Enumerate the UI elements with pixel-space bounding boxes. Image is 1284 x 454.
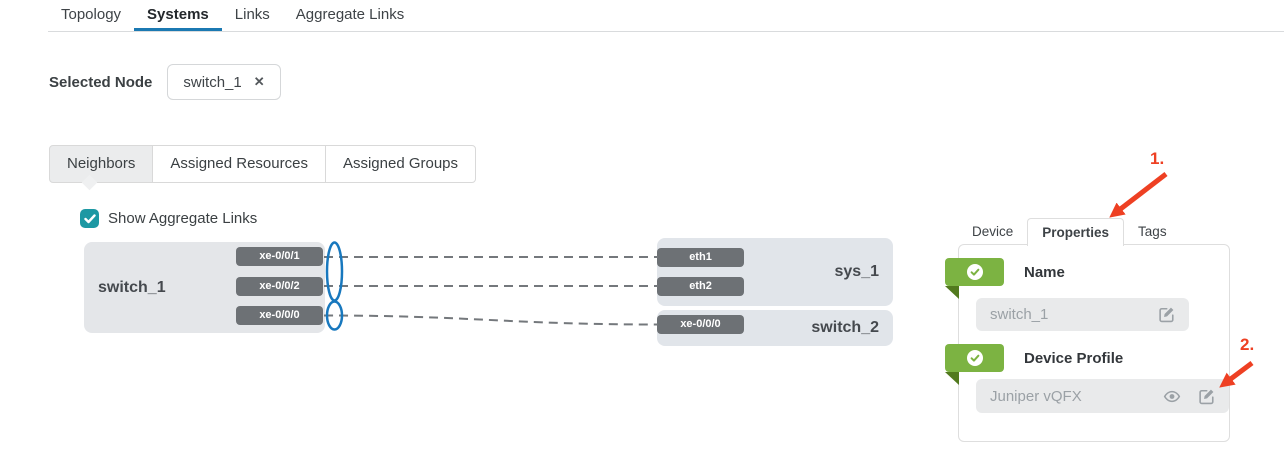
device-profile-value-box: Juniper vQFX (976, 379, 1229, 413)
name-status-ribbon (945, 258, 1004, 286)
node-switch-1[interactable]: switch_1 xe-0/0/1 xe-0/0/2 xe-0/0/0 (84, 242, 325, 333)
properties-panel: Name switch_1 Device Profile Juniper (945, 244, 1230, 442)
tab-systems[interactable]: Systems (134, 0, 222, 31)
checkmark-icon (83, 213, 96, 223)
tab-properties[interactable]: Properties (1027, 218, 1125, 246)
top-tab-bar: Topology Systems Links Aggregate Links (48, 0, 1284, 32)
device-profile-edit-icon[interactable] (1198, 388, 1215, 405)
show-aggregate-links-label: Show Aggregate Links (108, 210, 258, 227)
node-sys-1-name: sys_1 (834, 263, 880, 280)
tab-tags[interactable]: Tags (1138, 224, 1167, 239)
node-switch-2-name: switch_2 (811, 319, 879, 336)
ribbon-fold (945, 372, 959, 385)
name-value-box: switch_1 (976, 298, 1189, 331)
sub-tab-bar: Neighbors Assigned Resources Assigned Gr… (49, 145, 477, 191)
tab-neighbors[interactable]: Neighbors (49, 145, 154, 191)
node-sys-1[interactable]: sys_1 eth1 eth2 (657, 238, 893, 306)
tab-neighbors-label: Neighbors (67, 155, 136, 172)
tab-assigned-resources[interactable]: Assigned Resources (152, 145, 326, 183)
tab-links[interactable]: Links (234, 6, 270, 23)
device-profile-section-title: Device Profile (1024, 350, 1124, 367)
port-sys-1-eth1[interactable]: eth1 (657, 248, 744, 267)
device-profile-status-ribbon (945, 344, 1004, 372)
tab-aggregate-links[interactable]: Aggregate Links (295, 6, 405, 23)
port-switch-1-xe-0-0-2[interactable]: xe-0/0/2 (236, 277, 323, 296)
tab-assigned-groups[interactable]: Assigned Groups (324, 145, 477, 183)
active-tab-pointer (81, 174, 98, 191)
close-icon[interactable]: ✕ (253, 74, 265, 89)
tab-topology[interactable]: Topology (61, 6, 122, 23)
annotation-label-2: 2. (1240, 335, 1255, 354)
port-switch-1-xe-0-0-0[interactable]: xe-0/0/0 (236, 306, 323, 325)
properties-panel-tab-bar: Device Properties Tags (958, 217, 1181, 246)
device-profile-view-icon[interactable] (1163, 388, 1181, 405)
selected-node-row: Selected Node switch_1 ✕ (49, 64, 281, 100)
aggregate-link-ellipse (325, 241, 344, 302)
selected-node-value: switch_1 (183, 73, 242, 91)
port-switch-1-xe-0-0-1[interactable]: xe-0/0/1 (236, 247, 323, 266)
name-value: switch_1 (990, 306, 1049, 323)
check-circle-icon (966, 350, 983, 366)
show-aggregate-links-checkbox[interactable] (80, 209, 99, 228)
node-switch-1-name: switch_1 (98, 278, 166, 296)
tab-device[interactable]: Device (972, 224, 1014, 239)
ribbon-fold (945, 286, 959, 299)
check-circle-icon (966, 264, 983, 280)
name-section-title: Name (1024, 264, 1065, 281)
aggregate-link-ellipse (325, 300, 344, 331)
annotation-arrow-1 (1109, 172, 1168, 218)
link-xe-0-0-0-xe-0-0-0 (323, 314, 659, 326)
node-switch-2[interactable]: switch_2 xe-0/0/0 (657, 310, 893, 346)
selected-node-label: Selected Node (49, 73, 153, 91)
show-aggregate-links-option: Show Aggregate Links (80, 209, 257, 228)
port-switch-2-xe-0-0-0[interactable]: xe-0/0/0 (657, 315, 744, 334)
device-profile-value: Juniper vQFX (990, 387, 1082, 405)
annotation-label-1: 1. (1150, 149, 1165, 168)
name-edit-icon[interactable] (1158, 306, 1175, 323)
port-sys-1-eth2[interactable]: eth2 (657, 277, 744, 296)
selected-node-chip[interactable]: switch_1 ✕ (167, 64, 281, 100)
